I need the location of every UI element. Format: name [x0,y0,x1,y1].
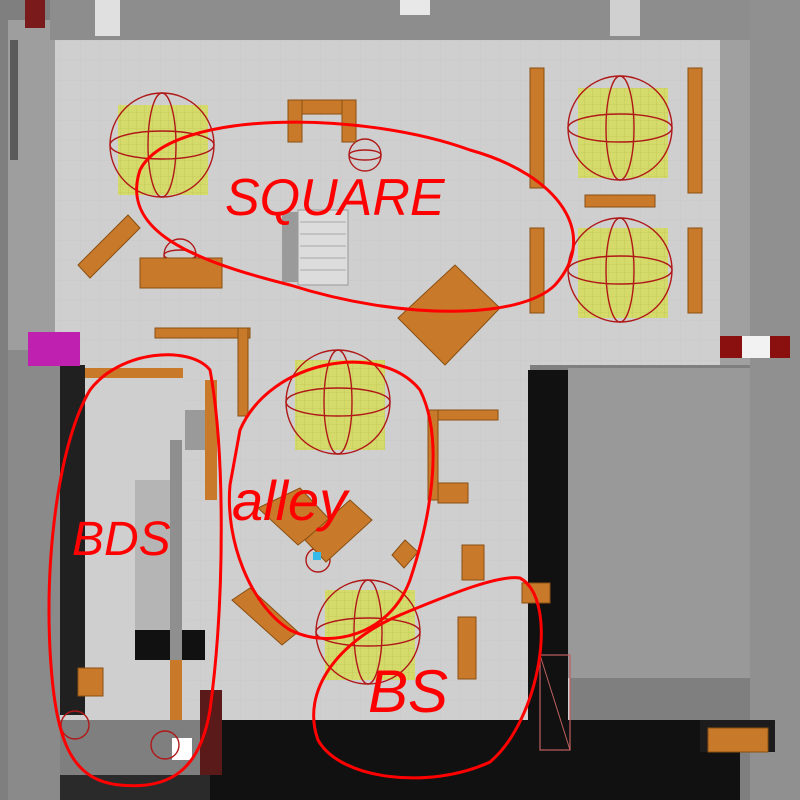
annotation-label-alley: alley [232,469,350,532]
square-stairs [282,209,349,286]
pink-outline-diag [539,654,571,751]
crates [77,67,769,753]
site-pads [118,88,668,680]
white-marker [742,336,770,358]
annotation-label-bds: BDS [72,513,171,566]
magenta-marker [28,332,80,366]
small-cyan-marker [313,552,321,560]
annotation-labels: SQUARE alley BDS BS [72,169,448,725]
annotation-outlines [47,120,575,788]
walls [8,0,800,800]
bds-corridor [85,368,217,760]
annotation-label-square: SQUARE [225,169,446,227]
annotation-label-bs: BS [368,658,448,725]
pink-outline-box [539,654,571,751]
